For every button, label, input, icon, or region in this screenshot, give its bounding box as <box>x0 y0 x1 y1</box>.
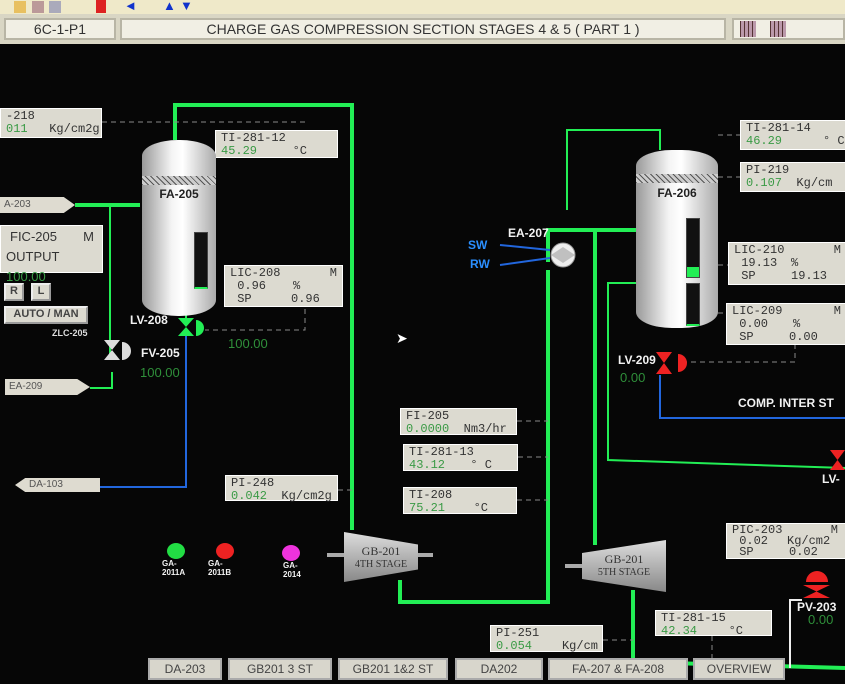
lv-label: LV- <box>822 472 840 486</box>
mouse-cursor-icon: ➤ <box>396 330 408 346</box>
up-icon[interactable]: ▲ <box>163 0 176 13</box>
tab-da-203[interactable]: DA-203 <box>148 658 222 680</box>
l-button[interactable]: L <box>31 283 51 301</box>
lv-208-value: 100.00 <box>228 336 268 351</box>
page-id: 6C-1-P1 <box>4 18 116 40</box>
vessel-fa-206[interactable]: FA-206 <box>636 150 718 328</box>
rw-label: RW <box>470 257 490 271</box>
auto-man-button[interactable]: AUTO / MAN <box>4 306 88 324</box>
tab-da202[interactable]: DA202 <box>455 658 543 680</box>
valve-lv-icon <box>830 450 845 470</box>
trend-icon[interactable] <box>49 1 61 13</box>
ea-207-label: EA-207 <box>508 226 549 240</box>
pump-icon <box>167 543 185 559</box>
grid-icon[interactable] <box>740 21 756 37</box>
back-icon[interactable]: ◄ <box>124 0 137 13</box>
fv-205-label: FV-205 <box>141 346 180 360</box>
valve-lv209-icon <box>656 352 687 374</box>
pipe-4th-discharge <box>398 270 550 604</box>
exchanger-ea207-icon <box>550 242 576 268</box>
grid-icon[interactable] <box>770 21 786 37</box>
lv-208-label: LV-208 <box>130 313 168 327</box>
pump-ga-2011b[interactable]: GA-2011B <box>208 543 244 577</box>
fa-203-source-arrow[interactable]: A-203 <box>0 197 75 213</box>
valve-fv205-icon <box>104 340 131 360</box>
valve-lv208-icon <box>178 318 204 336</box>
vessel-label: FA-205 <box>159 187 199 201</box>
down-icon[interactable]: ▼ <box>180 0 193 13</box>
sw-label: SW <box>468 238 488 252</box>
tab-overview[interactable]: OVERVIEW <box>693 658 785 680</box>
level-bar <box>194 232 208 289</box>
da-103-destination-arrow[interactable]: DA-103 <box>15 478 100 492</box>
vessel-label: FA-206 <box>657 186 697 200</box>
pv-203-label: PV-203 <box>797 600 837 614</box>
r-button[interactable]: R <box>4 283 24 301</box>
toolbar: ◄ ▲ ▼ <box>0 0 845 14</box>
pump-ga-2011a[interactable]: GA-2011A <box>162 543 198 577</box>
pv-203-value: 0.00 <box>808 612 834 627</box>
tab-fa-207-fa-208[interactable]: FA-207 & FA-208 <box>548 658 688 680</box>
pipe-to-fa206 <box>546 228 640 262</box>
valve-pv203-icon <box>803 571 830 598</box>
ea-209-source-arrow[interactable]: EA-209 <box>5 379 90 395</box>
zlc-205-label: ZLC-205 <box>52 328 88 338</box>
pump-icon <box>216 543 234 559</box>
comp-inter-stage-label: COMP. INTER ST <box>738 396 834 410</box>
fv-205-value: 100.00 <box>140 365 180 380</box>
alarm-icon[interactable] <box>96 0 106 13</box>
tab-gb201-3st[interactable]: GB201 3 ST <box>228 658 332 680</box>
page-title: CHARGE GAS COMPRESSION SECTION STAGES 4 … <box>120 18 726 40</box>
home-icon[interactable] <box>14 1 26 13</box>
level-bar-lic-209 <box>686 283 700 326</box>
pump-ga-2014[interactable]: GA-2014 <box>270 545 306 579</box>
lv-209-label: LV-209 <box>618 353 656 367</box>
vessel-fa-205[interactable]: FA-205 <box>142 140 216 316</box>
header-bar: 6C-1-P1 CHARGE GAS COMPRESSION SECTION S… <box>0 14 845 44</box>
tab-gb201-1-2st[interactable]: GB201 1&2 ST <box>338 658 448 680</box>
factory-icon[interactable] <box>32 1 44 13</box>
level-bar-lic-210 <box>686 218 700 278</box>
lv-209-value: 0.00 <box>620 370 646 385</box>
pump-icon <box>282 545 300 561</box>
